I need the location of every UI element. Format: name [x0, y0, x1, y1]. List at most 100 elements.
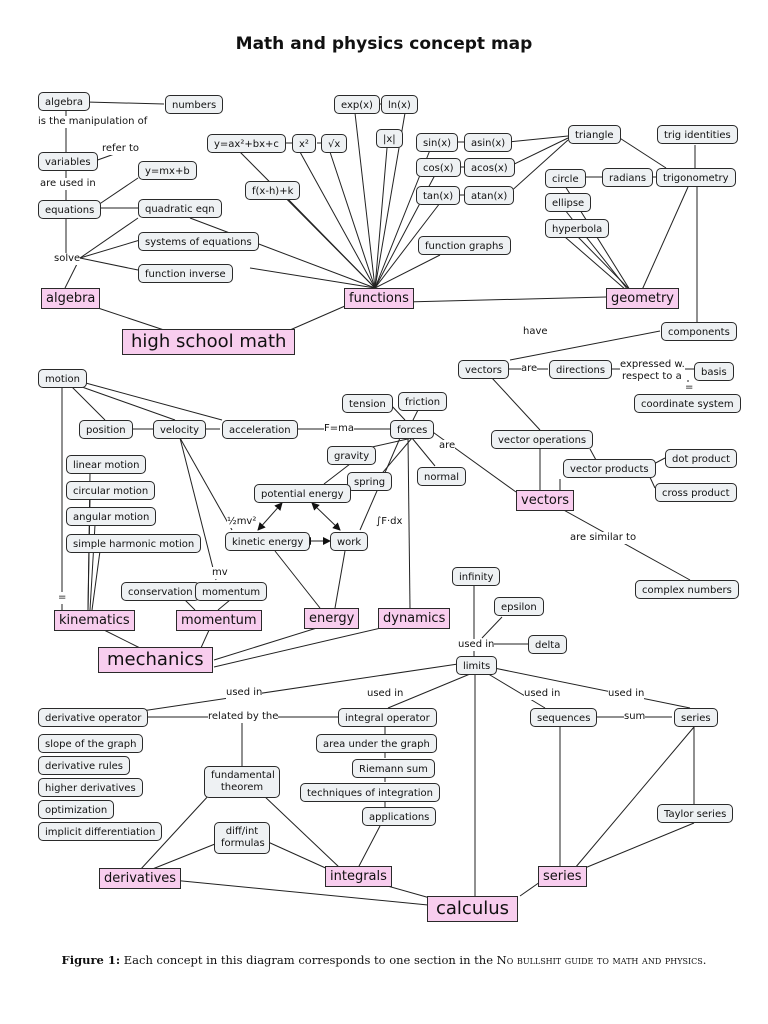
edge-label-equals-basis: =	[685, 382, 694, 394]
node-components: components	[661, 322, 737, 341]
connector-line	[184, 599, 196, 611]
connector-line	[374, 202, 441, 289]
node-derivative-operator: derivative operator	[38, 708, 149, 727]
edge-label-respect: respect to a	[622, 371, 682, 383]
edge-label-sum: sum	[624, 711, 646, 723]
node-cos-x: cos(x)	[416, 158, 461, 177]
node-asin-x: asin(x)	[464, 133, 513, 152]
node-normal: normal	[417, 467, 467, 486]
connector-line	[171, 879, 429, 906]
connector-line	[323, 463, 351, 485]
node-variables: variables	[38, 152, 98, 171]
edge-label-used-in-series: used in	[608, 688, 645, 700]
connector-line	[491, 377, 541, 431]
node-function-graphs: function graphs	[418, 236, 511, 255]
connector-line	[81, 381, 223, 421]
caption-book-title: No bullshit guide to math and physics.	[496, 953, 707, 967]
connector-line	[507, 137, 569, 168]
connector-line	[267, 841, 331, 871]
node-position: position	[79, 420, 133, 439]
hub-mechanics: mechanics	[98, 647, 213, 673]
hub-derivatives: derivatives	[99, 868, 182, 889]
node-delta: delta	[528, 635, 568, 654]
connector-line	[274, 550, 321, 609]
connector-line	[239, 151, 376, 289]
node-trigonometry: trigonometry	[656, 168, 736, 187]
connector-line	[97, 177, 139, 206]
connector-line	[559, 507, 691, 581]
node-circle: circle	[545, 169, 586, 188]
node-function-inverse: function inverse	[138, 264, 233, 283]
connector-line	[91, 305, 171, 333]
node-applications: applications	[362, 807, 437, 826]
node-infinity: infinity	[452, 567, 501, 586]
connector-line	[404, 296, 607, 303]
node-exp-x: exp(x)	[334, 95, 380, 114]
node-spring: spring	[347, 472, 393, 491]
node-cross-product: cross product	[655, 483, 737, 502]
hub-integrals: integrals	[325, 866, 392, 887]
connector-line	[357, 825, 381, 869]
node-tension: tension	[342, 394, 393, 413]
connector-line	[374, 254, 441, 289]
node-sqrt-x: √x	[321, 134, 348, 153]
node-acceleration: acceleration	[222, 420, 298, 439]
node-optimization: optimization	[38, 800, 115, 819]
node-area-under-the-graph: area under the graph	[316, 734, 437, 753]
edge-label-f-dx: ∫F·dx	[376, 516, 403, 528]
node-algebra-top: algebra	[38, 92, 90, 111]
connector-line	[99, 627, 141, 649]
node-vector-products: vector products	[563, 459, 656, 478]
connector-line	[507, 135, 569, 143]
connector-line	[91, 550, 101, 611]
connector-line	[509, 330, 661, 361]
edge-label-used-in-sequences: used in	[524, 688, 561, 700]
edge-label-f-ma: F=ma	[324, 423, 354, 435]
node-equations: equations	[38, 200, 102, 219]
connector-line	[79, 257, 139, 271]
connector-line	[493, 667, 691, 709]
connector-line	[579, 822, 695, 871]
connector-line	[577, 236, 631, 291]
node-forces: forces	[390, 420, 435, 439]
node-higher-derivatives: higher derivatives	[38, 778, 143, 797]
node-f-shift: f(x-h)+k	[245, 181, 301, 200]
connector-line	[311, 502, 341, 531]
edge-label-used-in-derivative: used in	[226, 687, 263, 699]
node-riemann-sum: Riemann sum	[352, 759, 435, 778]
connector-line	[481, 616, 503, 639]
node-coordinate-system: coordinate system	[634, 394, 741, 413]
node-abs-x: |x|	[376, 129, 403, 148]
hub-calculus: calculus	[427, 896, 519, 922]
connector-line	[614, 134, 667, 169]
node-radians: radians	[602, 168, 654, 187]
node-work: work	[330, 532, 369, 551]
edge-label-refer-to: refer to	[102, 143, 140, 155]
node-slope-of-the-graph: slope of the graph	[38, 734, 144, 753]
page-title: Math and physics concept map	[235, 34, 533, 54]
node-conservation: conservation	[121, 582, 200, 601]
edge-label-similar: are similar to	[570, 532, 637, 544]
node-derivative-rules: derivative rules	[38, 756, 130, 775]
node-angular-motion: angular motion	[66, 507, 157, 526]
edge-label-related-by: related by the	[208, 711, 279, 723]
node-gravity: gravity	[327, 446, 377, 465]
node-tan-x: tan(x)	[416, 186, 461, 205]
hub-energy: energy	[304, 608, 360, 629]
node-complex-numbers: complex numbers	[635, 580, 739, 599]
node-motion: motion	[38, 369, 88, 388]
edge-label-used-in-limits: used in	[458, 639, 495, 651]
connector-line	[261, 793, 341, 869]
node-atan-x: atan(x)	[464, 186, 515, 205]
connector-line	[334, 550, 346, 609]
connector-line	[412, 409, 419, 421]
connector-line	[411, 437, 436, 467]
connector-line	[484, 671, 546, 709]
hub-kinematics: kinematics	[54, 610, 135, 631]
connector-line	[71, 386, 106, 421]
connector-line	[179, 437, 233, 531]
node-potential-energy: potential energy	[254, 484, 351, 503]
connector-line	[213, 626, 321, 661]
connector-line	[79, 217, 139, 259]
